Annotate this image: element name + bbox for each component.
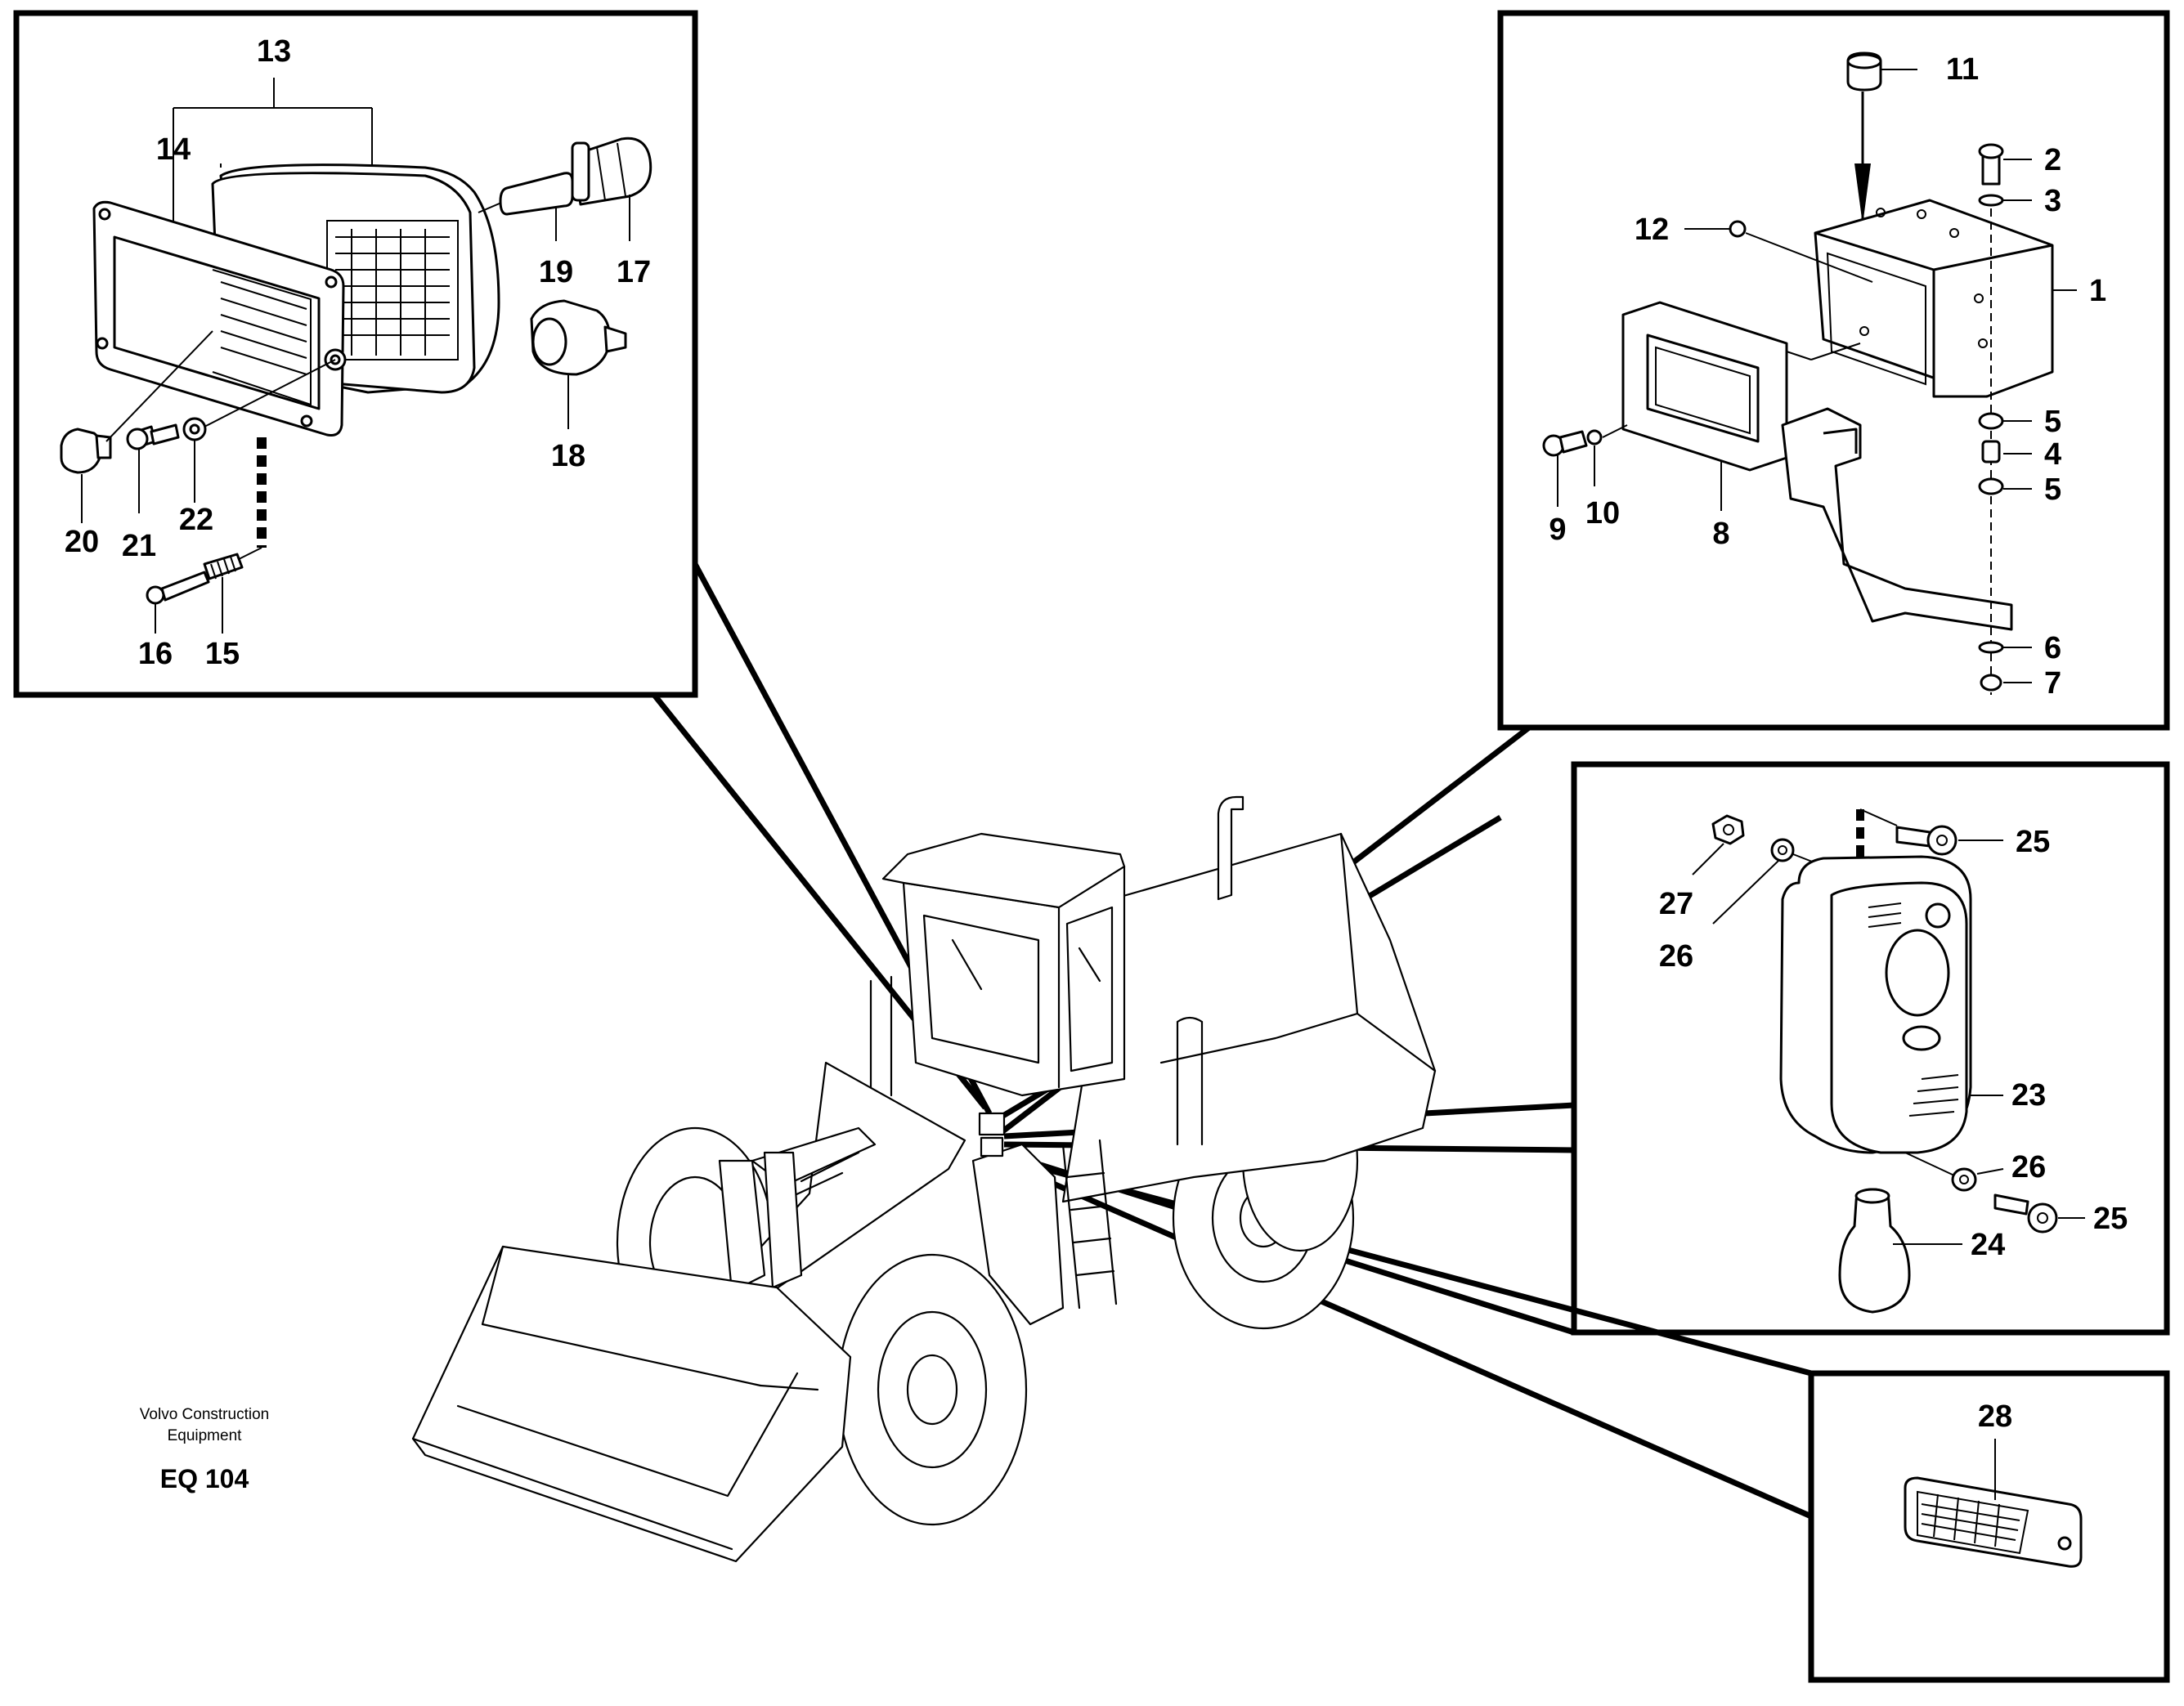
callout-3: 3 <box>2044 184 2061 218</box>
callout-16: 16 <box>138 637 173 671</box>
callout-6: 6 <box>2044 631 2061 665</box>
callout-19: 19 <box>539 255 573 289</box>
callout-26-top: 26 <box>1659 939 1693 974</box>
callout-22: 22 <box>179 503 213 537</box>
wheel-loader-drawing <box>411 795 1437 1563</box>
work-light-callouts: 13 14 19 17 18 20 21 22 16 15 <box>65 34 651 671</box>
lamp-callouts: 25 27 26 23 26 25 24 <box>1659 825 2128 1262</box>
callout-27: 27 <box>1659 887 1693 921</box>
reflector-parts <box>1904 1439 2083 1568</box>
callout-9: 9 <box>1549 513 1566 547</box>
callout-1: 1 <box>2089 274 2106 308</box>
callout-7: 7 <box>2044 666 2061 701</box>
callout-5a: 5 <box>2044 405 2061 439</box>
callout-8: 8 <box>1712 517 1729 551</box>
brand-line-1: Volvo Construction <box>140 1406 269 1423</box>
callout-14: 14 <box>156 132 191 167</box>
callout-20: 20 <box>65 525 99 559</box>
work-light-panel-frame <box>13 10 698 698</box>
callout-4: 4 <box>2044 437 2061 472</box>
lamp-panel-frame <box>1571 761 2170 1336</box>
callout-23: 23 <box>2011 1078 2046 1113</box>
bracket-panel-frame <box>1497 10 2170 731</box>
callout-28: 28 <box>1978 1399 2012 1434</box>
lamp-parts <box>1692 808 2085 1314</box>
brand-line-2: Equipment <box>168 1427 243 1444</box>
bracket-callouts: 11 2 3 12 1 5 4 5 9 10 8 6 7 <box>1549 52 2106 701</box>
work-light-parts <box>60 78 653 634</box>
bracket-parts <box>1542 51 2077 695</box>
callout-25-top: 25 <box>2016 825 2050 859</box>
callout-5b: 5 <box>2044 472 2061 507</box>
callout-17: 17 <box>617 255 651 289</box>
callout-11: 11 <box>1946 52 1979 87</box>
callout-12: 12 <box>1635 213 1669 247</box>
callout-18: 18 <box>551 439 585 473</box>
callout-25-bottom: 25 <box>2093 1202 2128 1236</box>
callout-2: 2 <box>2044 143 2061 177</box>
callout-21: 21 <box>122 529 156 563</box>
callout-13: 13 <box>257 34 291 69</box>
reflector-panel-frame <box>1808 1370 2170 1683</box>
callout-24: 24 <box>1971 1228 2005 1262</box>
callout-10: 10 <box>1585 496 1620 531</box>
callout-26-bottom: 26 <box>2011 1150 2046 1184</box>
figure-code: EQ 104 <box>160 1464 249 1493</box>
callout-15: 15 <box>205 637 240 671</box>
